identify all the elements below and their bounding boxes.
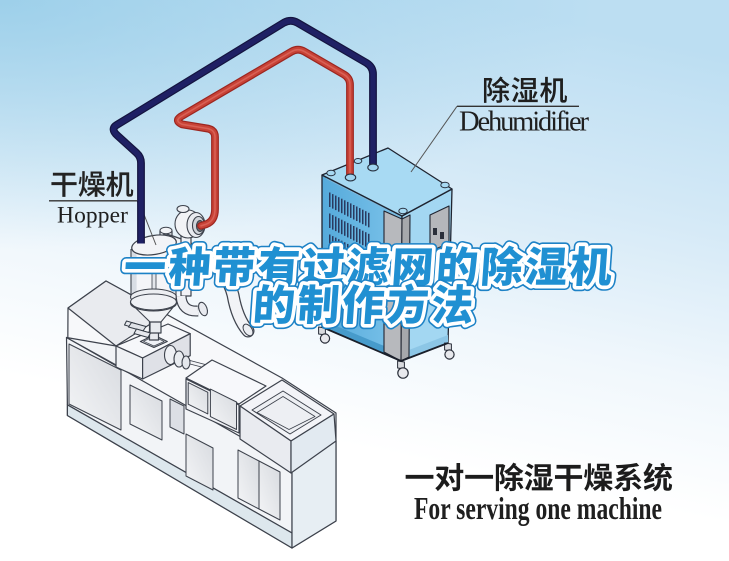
svg-text:Dehumidifier: Dehumidifier — [459, 107, 590, 138]
svg-text:For serving one machine: For serving one machine — [414, 490, 662, 526]
svg-text:Hopper: Hopper — [57, 203, 128, 229]
